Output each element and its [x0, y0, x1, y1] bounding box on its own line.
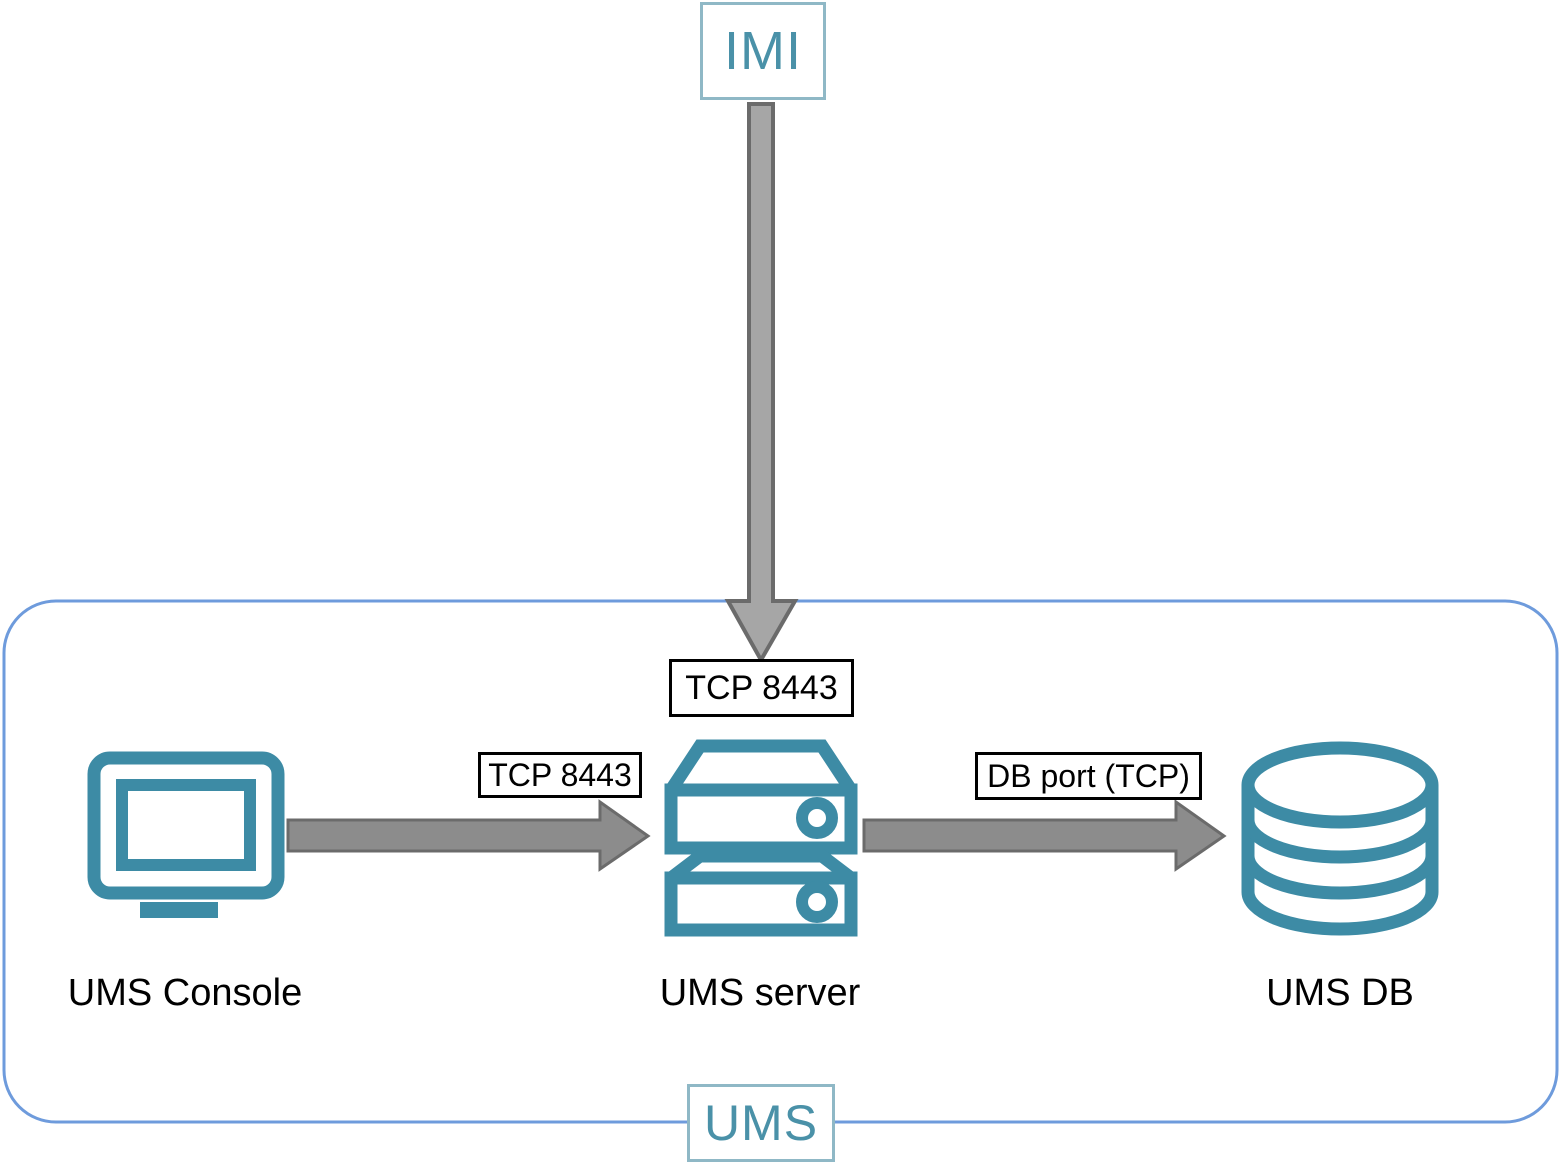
ums-boundary-tag-label: UMS: [703, 1095, 819, 1151]
node-caption-ums-console: UMS Console: [67, 972, 303, 1014]
node-caption-ums-server: UMS server: [659, 972, 861, 1014]
node-caption-ums-db: UMS DB: [1266, 972, 1414, 1014]
connection-label-server-to-db-text: DB port (TCP): [987, 757, 1190, 794]
connection-label-imi-to-server: TCP 8443: [669, 659, 854, 717]
connection-label-console-to-server: TCP 8443: [478, 752, 642, 798]
ums-boundary-tag: UMS: [687, 1084, 835, 1162]
monitor-icon: [87, 751, 285, 918]
arrow-console-to-server: [286, 799, 651, 872]
database-cylinder-icon: [1241, 741, 1439, 936]
server-rack-icon: [664, 739, 858, 937]
connection-label-console-to-server-text: TCP 8443: [488, 756, 632, 793]
arrow-imi-to-server: [724, 102, 799, 665]
connection-label-imi-to-server-text: TCP 8443: [685, 668, 838, 707]
connection-label-server-to-db: DB port (TCP): [975, 752, 1202, 800]
imi-boundary-tag: IMI: [700, 2, 826, 100]
arrow-server-to-db: [862, 799, 1227, 872]
imi-boundary-tag-label: IMI: [724, 21, 802, 81]
